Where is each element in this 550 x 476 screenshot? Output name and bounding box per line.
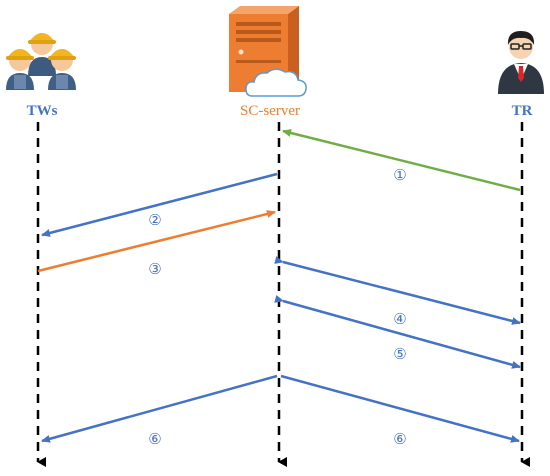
workers-group-icon	[6, 33, 76, 90]
message-arrow-3	[37, 210, 276, 273]
message-arrow-6b	[280, 374, 520, 443]
actor-label-tws: TWs	[27, 103, 58, 119]
actor-label-server: SC-server	[240, 103, 300, 119]
actor-label-tr: TR	[512, 103, 533, 119]
message-arrow-1	[282, 129, 521, 192]
message-arrow-5	[274, 295, 521, 369]
message-label-5: ⑤	[393, 345, 406, 363]
message-label-3: ③	[148, 260, 161, 278]
message-label-2: ②	[148, 211, 161, 229]
cloud-server-icon	[229, 6, 307, 97]
message-label-6a: ⑥	[148, 430, 161, 448]
message-arrow-2	[41, 172, 278, 237]
message-label-6b: ⑥	[393, 430, 406, 448]
message-label-1: ①	[393, 166, 406, 184]
businessman-icon	[498, 31, 544, 94]
message-arrow-6a	[41, 374, 278, 443]
message-label-4: ④	[393, 310, 406, 328]
